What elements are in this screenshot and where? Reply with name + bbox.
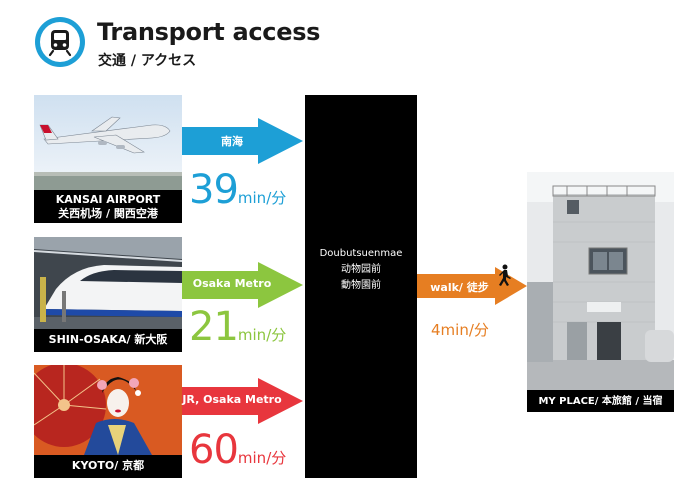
kansai-airport-label-ja: 关西机场 / 関西空港 bbox=[58, 207, 158, 220]
station-block: Doubutsuenmae 动物园前 動物園前 bbox=[305, 95, 417, 478]
nankai-line-arrow: 南海 bbox=[182, 118, 303, 164]
walk-label: walk/ 徒步 bbox=[430, 281, 489, 294]
geisha-photo bbox=[34, 365, 182, 455]
walk-time: 4min/分 bbox=[431, 321, 489, 339]
nankai-line-label: 南海 bbox=[221, 135, 243, 148]
station-name-zh: 动物园前 bbox=[341, 264, 381, 275]
shin-osaka-minutes: 21 bbox=[189, 304, 239, 350]
osaka-metro-arrow: Osaka Metro bbox=[182, 262, 303, 308]
page-subtitle: 交通 / アクセス bbox=[98, 53, 197, 69]
kyoto-card: KYOTO/ 京都 bbox=[34, 365, 182, 478]
osaka-metro-label: Osaka Metro bbox=[192, 277, 272, 290]
bullet-train-photo bbox=[34, 237, 182, 329]
station-name: Doubutsuenmae bbox=[319, 248, 403, 259]
shin-osaka-card: SHIN-OSAKA/ 新大阪 bbox=[34, 237, 182, 352]
train-icon bbox=[35, 17, 85, 67]
kyoto-minutes: 60 bbox=[189, 427, 239, 473]
walking-person-icon bbox=[499, 264, 511, 286]
my-place-label: MY PLACE/ 本旅館 / 当宿 bbox=[538, 396, 663, 407]
shin-osaka-unit: min/分 bbox=[237, 326, 287, 344]
shin-osaka-travel-time: 21min/分 bbox=[189, 307, 286, 347]
my-place-card: MY PLACE/ 本旅館 / 当宿 bbox=[527, 172, 674, 412]
page-title: Transport access bbox=[97, 18, 321, 46]
airplane-photo bbox=[34, 95, 182, 190]
jr-osaka-metro-arrow: JR, Osaka Metro bbox=[182, 378, 303, 424]
shin-osaka-label: SHIN-OSAKA/ 新大阪 bbox=[48, 333, 168, 346]
kansai-airport-card: KANSAI AIRPORT 关西机场 / 関西空港 bbox=[34, 95, 182, 223]
kansai-unit: min/分 bbox=[237, 189, 287, 207]
kansai-travel-time: 39min/分 bbox=[189, 170, 286, 210]
kansai-minutes: 39 bbox=[189, 167, 239, 213]
kansai-airport-label: KANSAI AIRPORT bbox=[55, 193, 161, 206]
kyoto-unit: min/分 bbox=[237, 449, 287, 467]
kyoto-label: KYOTO/ 京都 bbox=[71, 459, 145, 472]
building-photo bbox=[527, 172, 674, 390]
walk-arrow: walk/ 徒步 bbox=[417, 267, 527, 305]
jr-osaka-metro-label: JR, Osaka Metro bbox=[182, 393, 282, 406]
kyoto-travel-time: 60min/分 bbox=[189, 430, 286, 470]
station-name-ja: 動物園前 bbox=[341, 280, 381, 291]
